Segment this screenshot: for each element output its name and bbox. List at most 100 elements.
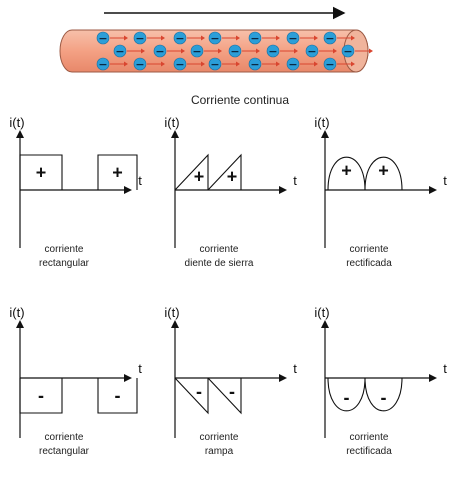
electron-charge-sign: − — [288, 32, 297, 45]
electron: − — [208, 57, 240, 71]
x-axis-label: t — [443, 361, 447, 376]
drift-arrowhead — [276, 61, 280, 67]
electron: − — [266, 44, 298, 58]
polarity-sign-2: + — [227, 167, 238, 187]
electron-charge-sign: − — [175, 58, 184, 71]
electron-charge-sign: − — [250, 32, 259, 45]
graph-caption-line-2: diente de sierra — [185, 258, 254, 269]
electron-charge-sign: − — [307, 45, 316, 58]
electron-dot — [133, 57, 147, 71]
graph-caption-line-2: rampa — [205, 446, 234, 457]
electron: − — [248, 31, 280, 45]
drift-arrowhead — [201, 61, 205, 67]
polarity-sign-2: + — [378, 161, 389, 181]
drift-arrowhead — [236, 61, 240, 67]
electron: − — [286, 57, 318, 71]
axis-arrowhead — [16, 320, 24, 328]
electron-dot — [341, 44, 355, 58]
electron: − — [190, 44, 222, 58]
x-axis-label: t — [293, 173, 297, 188]
graph-caption-line-1: corriente — [45, 244, 84, 255]
y-axis-label: i(t) — [314, 115, 329, 130]
drift-arrowhead — [236, 35, 240, 41]
electron: − — [323, 57, 355, 71]
electron-dot — [96, 31, 110, 45]
electron-charge-sign: − — [115, 45, 124, 58]
electron-dot — [248, 57, 262, 71]
axis-arrowhead — [321, 130, 329, 138]
half-wave-2 — [364, 156, 403, 191]
electron: − — [208, 31, 240, 45]
electron: − — [96, 57, 128, 71]
half-wave-2 — [364, 377, 403, 412]
y-axis-label: i(t) — [164, 115, 179, 130]
ramp-2 — [207, 153, 242, 191]
drift-arrowhead — [181, 48, 185, 54]
electron-dot — [286, 31, 300, 45]
electron-dot — [228, 44, 242, 58]
ramp-1 — [174, 377, 209, 415]
electron-charge-sign: − — [325, 58, 334, 71]
electron-dot — [208, 31, 222, 45]
electron-dot — [323, 57, 337, 71]
electron-charge-sign: − — [98, 58, 107, 71]
electron-dot — [266, 44, 280, 58]
electron: − — [96, 31, 128, 45]
drift-arrowhead — [124, 35, 128, 41]
electron: − — [133, 57, 165, 71]
electron: − — [113, 44, 145, 58]
graph-caption-line-1: corriente — [45, 432, 84, 443]
drift-arrowhead — [218, 48, 222, 54]
graph-caption-line-2: rectangular — [39, 258, 90, 269]
electron-dot — [190, 44, 204, 58]
drift-arrowhead — [314, 35, 318, 41]
axis-arrowhead — [429, 186, 437, 194]
drift-arrowhead — [351, 35, 355, 41]
electron-charge-sign: − — [192, 45, 201, 58]
axis-arrowhead — [279, 374, 287, 382]
electron: − — [173, 57, 205, 71]
electron: − — [286, 31, 318, 45]
graph-caption-line-1: corriente — [350, 432, 389, 443]
electron-charge-sign: − — [250, 58, 259, 71]
electron: − — [323, 31, 355, 45]
y-axis-label: i(t) — [9, 115, 24, 130]
drift-arrowhead — [201, 35, 205, 41]
electron-dot — [248, 31, 262, 45]
electron-dot — [153, 44, 167, 58]
electron-dot — [133, 31, 147, 45]
graph-caption-line-2: rectificada — [346, 258, 392, 269]
pulse-2 — [97, 378, 138, 414]
ramp-2 — [207, 377, 242, 415]
axis-arrowhead — [279, 186, 287, 194]
polarity-sign-1: + — [36, 163, 47, 183]
electron-dot — [173, 57, 187, 71]
axis-arrowhead — [124, 186, 132, 194]
pulse-1 — [19, 378, 63, 414]
electron-charge-sign: − — [230, 45, 239, 58]
electron-charge-sign: − — [268, 45, 277, 58]
axis-arrowhead — [321, 320, 329, 328]
graph-caption-line-2: rectangular — [39, 446, 90, 457]
y-axis-label: i(t) — [164, 305, 179, 320]
polarity-sign-2: - — [115, 386, 121, 406]
x-axis-label: t — [138, 361, 142, 376]
electron-dot — [96, 57, 110, 71]
polarity-sign-1: + — [194, 167, 205, 187]
electron: − — [173, 31, 205, 45]
electron-charge-sign: − — [135, 58, 144, 71]
waveform-graphs: i(t)t++corrienterectangulari(t)t++corrie… — [9, 115, 447, 457]
axis-arrowhead — [171, 130, 179, 138]
axis-arrowhead — [429, 374, 437, 382]
drift-arrowhead — [161, 61, 165, 67]
graph-caption-line-1: corriente — [200, 244, 239, 255]
electron-dot — [113, 44, 127, 58]
polarity-sign-2: + — [112, 163, 123, 183]
half-wave-1 — [327, 156, 366, 191]
graph-saw-positive: i(t) t + + corriente diente de sierra — [164, 115, 297, 269]
